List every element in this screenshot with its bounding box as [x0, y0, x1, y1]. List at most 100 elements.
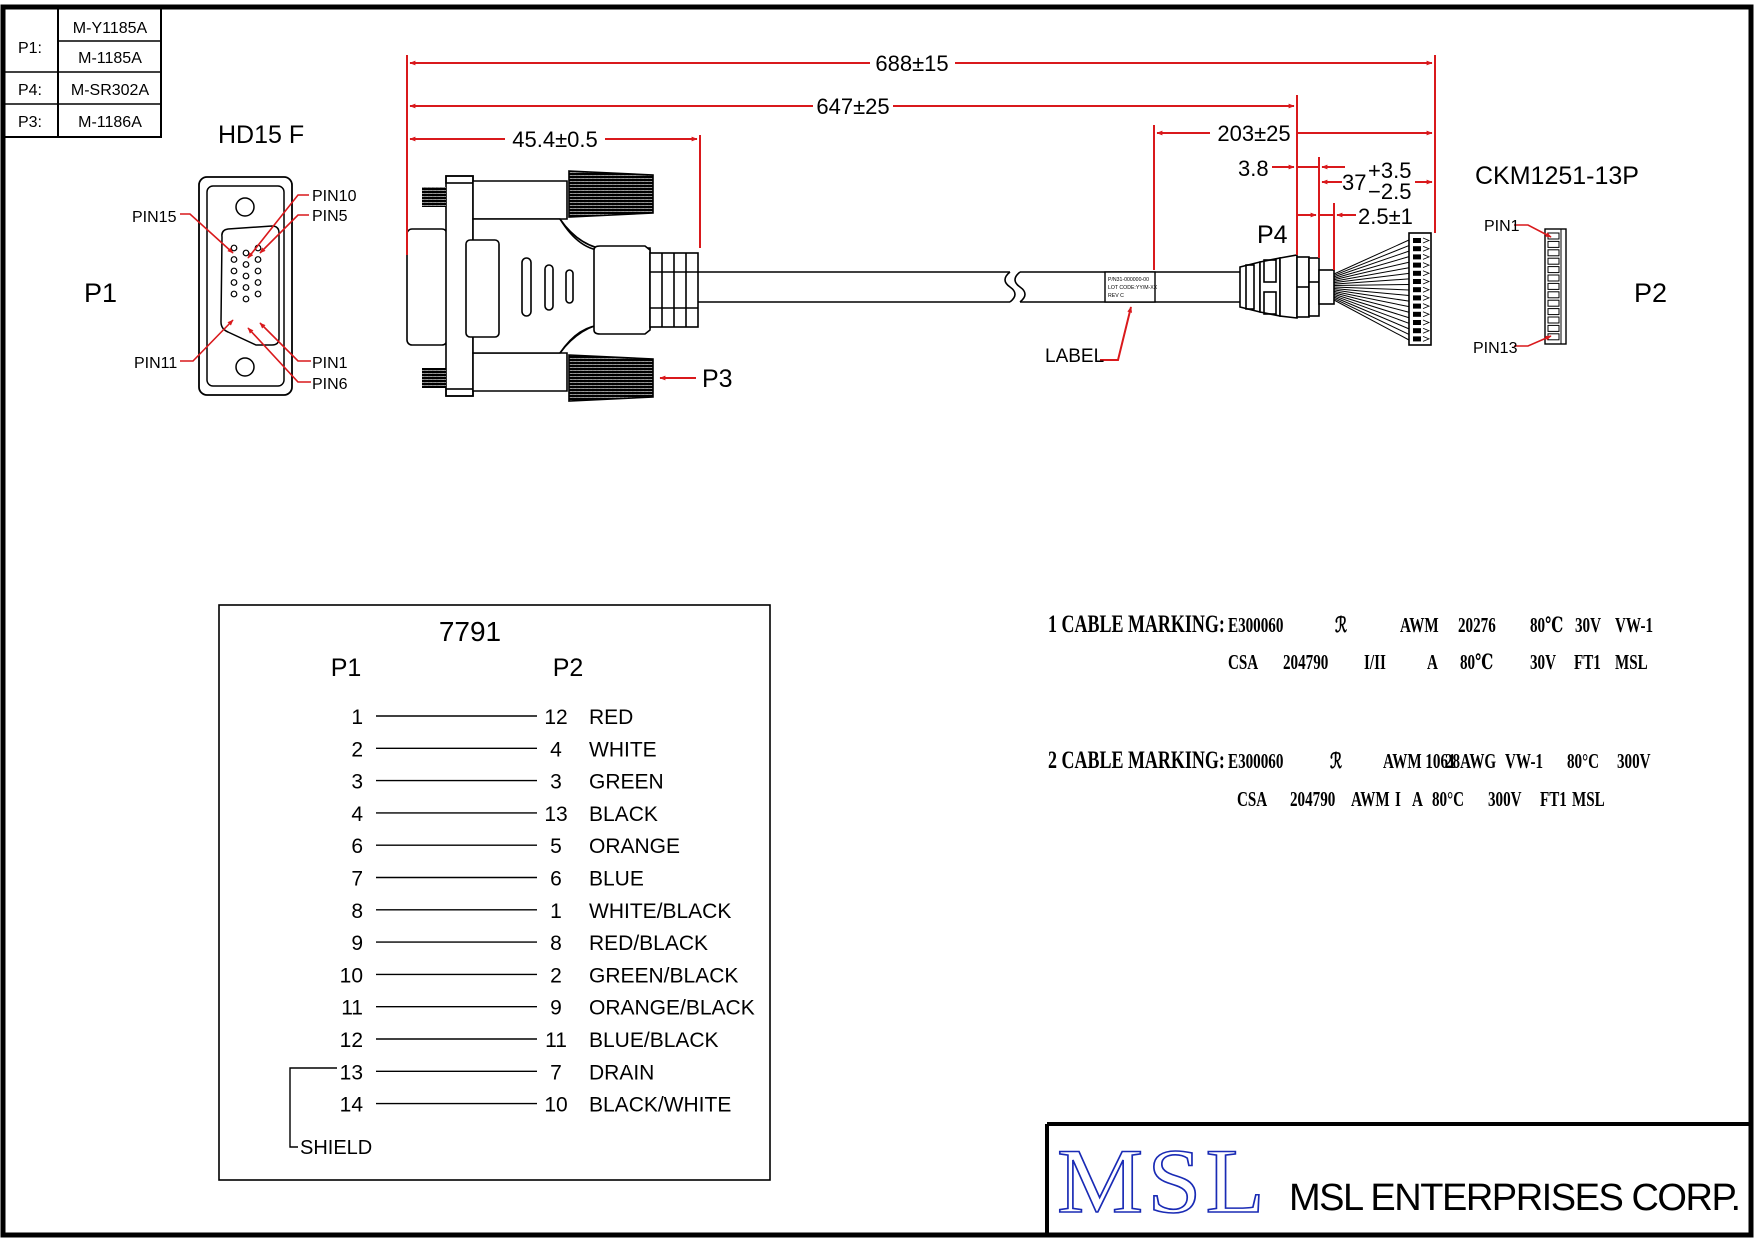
p2-pin-cell — [1547, 240, 1560, 248]
wiring-p2-pin: 6 — [550, 868, 562, 891]
wiring-p1-pin: 9 — [351, 932, 363, 955]
p2-latch — [1422, 303, 1431, 309]
cable-marking-token: 80°C — [1432, 788, 1464, 811]
p3-thumbscrew-bottom — [568, 354, 654, 402]
dim-overall: 688±15 — [875, 51, 948, 76]
svg-text:REV C: REV C — [1108, 293, 1124, 299]
wire-color: BLACK/WHITE — [589, 1094, 731, 1117]
mount-hole-top-icon — [235, 197, 255, 217]
dim-p4-width: 3.8 — [1238, 156, 1269, 181]
p2-pin13-label: PIN13 — [1473, 340, 1518, 357]
dimension-lines — [406, 55, 1436, 381]
p2-ref-label: P2 — [1634, 278, 1667, 308]
cable-marking-token: I/II — [1364, 651, 1386, 674]
breakout-wire — [1333, 239, 1410, 275]
wire-color: WHITE/BLACK — [589, 900, 731, 923]
wire-color: RED/BLACK — [589, 932, 708, 955]
p2-pin-cell — [1547, 291, 1560, 299]
wire-color: RED — [589, 706, 633, 729]
dim-label-pos: 203±25 — [1217, 121, 1290, 146]
title-block: MSL MSL ENTERPRISES CORP. — [1045, 1122, 1751, 1235]
breakout-wires — [1333, 239, 1410, 341]
cable-break-left — [1004, 271, 1016, 303]
hd15-pin-icon — [254, 256, 262, 263]
hd15-pin-icon — [230, 256, 238, 263]
wiring-p2-pin: 7 — [550, 1061, 562, 1084]
p2-face-view: CKM1251-13P P2 PIN1 PIN13 — [1473, 162, 1667, 357]
parts-p3: M-1186A — [78, 114, 142, 131]
hd15-pin-icon — [230, 279, 238, 286]
breakout-wire — [1333, 289, 1410, 302]
dim-p1-overmold: 45.4±0.5 — [512, 127, 597, 152]
wiring-p2-pin: 5 — [550, 835, 562, 858]
breakout-wire — [1333, 250, 1410, 278]
breakout-wire — [1333, 287, 1410, 297]
p2-contact — [1413, 287, 1421, 293]
p2-contact — [1413, 311, 1421, 317]
cable-marking-token: 30V — [1575, 614, 1601, 637]
breakout-wire — [1333, 296, 1410, 330]
wire-color: GREEN — [589, 771, 664, 794]
wiring-p1-pin: 6 — [351, 835, 363, 858]
p2-latch — [1422, 286, 1431, 293]
p2-contact — [1413, 254, 1421, 260]
p2-latch — [1422, 336, 1431, 342]
cable-marking-token: FT1 — [1540, 788, 1567, 811]
wiring-row: 6 5 ORANGE — [351, 835, 680, 858]
breakout-wire — [1333, 267, 1410, 282]
cable-marking-token: 28AWG — [1445, 750, 1496, 773]
wiring-p2-pin: 11 — [545, 1029, 567, 1052]
cable-marking-token: CSA — [1237, 788, 1268, 811]
wire-color: ORANGE — [589, 835, 680, 858]
pin11-label: PIN11 — [134, 355, 177, 372]
wiring-p2-pin: 10 — [544, 1094, 567, 1117]
p2-latch — [1422, 254, 1431, 260]
hd15-pin-icon — [230, 267, 238, 275]
p2-contact — [1413, 295, 1421, 301]
p1-face-view: HD15 F P1 PIN15 PIN10 PIN5 PIN11 PIN1 PI… — [84, 121, 357, 396]
label-callout: LABEL — [1045, 346, 1104, 367]
breakout-wire — [1333, 290, 1410, 308]
breakout-wire — [1333, 293, 1410, 319]
p2-contact — [1413, 279, 1421, 284]
parts-ref-p3: P3: — [18, 114, 42, 131]
cable-marking-token: ℛ — [1335, 614, 1347, 637]
svg-text:P/N31-000000-00: P/N31-000000-00 — [1108, 277, 1149, 283]
wiring-p2-pin: 12 — [544, 706, 567, 729]
p3-thumbscrew-top — [568, 170, 654, 218]
p2-latch — [1422, 278, 1431, 285]
parts-ref-p4: P4: — [18, 82, 42, 99]
p2-type-label: CKM1251-13P — [1475, 162, 1639, 190]
hd15-pin-icon — [242, 249, 250, 257]
breakout-wire — [1333, 245, 1410, 276]
msl-logo: MSL — [1057, 1130, 1269, 1232]
hd15-pin-icon — [242, 261, 250, 268]
p2-contact — [1413, 270, 1421, 276]
pin6-label: PIN6 — [312, 376, 348, 393]
hd15-pin-icon — [242, 272, 250, 280]
wire-color: BLUE — [589, 868, 644, 891]
cable-marking-token: VW-1 — [1505, 750, 1543, 773]
cable-marking-token: CSA — [1228, 651, 1259, 674]
breakout-wire — [1333, 295, 1410, 324]
hd15-pin-icon — [254, 279, 262, 286]
wire-color: BLUE/BLACK — [589, 1029, 719, 1052]
cable-marking-token: AWM — [1351, 788, 1390, 811]
hd15-pin-icon — [230, 244, 238, 252]
hd15-pin-icon — [242, 295, 250, 303]
p2-contact — [1413, 303, 1421, 309]
hd15-shell-outer — [198, 176, 293, 396]
pin15-label: PIN15 — [132, 209, 177, 226]
wiring-p2-pin: 2 — [550, 964, 562, 987]
cable-break-right — [1014, 271, 1026, 303]
p1-dsub-face — [406, 228, 448, 346]
